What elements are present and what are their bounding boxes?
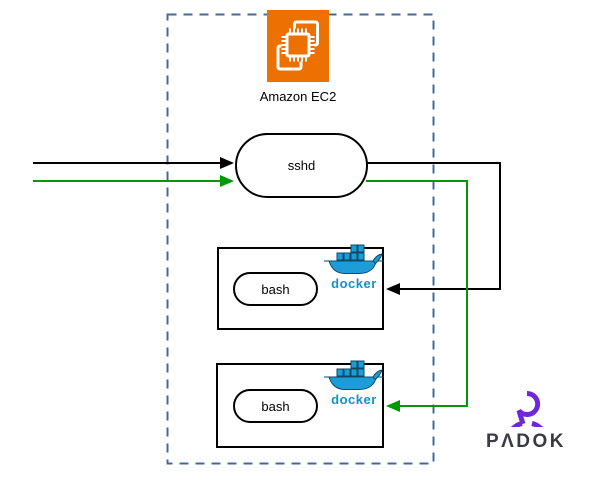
bash-process-node: bash xyxy=(233,389,318,423)
arrow-sshd-to-container-2 xyxy=(366,180,468,412)
docker-logo: docker xyxy=(324,243,384,290)
sshd-node-label: sshd xyxy=(287,158,316,173)
amazon-ec2-icon xyxy=(267,10,329,82)
padok-logo-icon xyxy=(511,390,543,427)
arrow-sshd-to-container-1 xyxy=(367,162,501,295)
docker-whale-icon xyxy=(324,360,384,390)
arrow-inbound-black xyxy=(33,157,234,169)
docker-container-2: bash docker xyxy=(216,360,384,448)
docker-whale-icon xyxy=(324,244,384,274)
sshd-node: sshd xyxy=(235,133,368,198)
bash-process-label: bash xyxy=(261,281,290,297)
bash-process-node: bash xyxy=(233,272,318,306)
bash-process-label: bash xyxy=(261,398,290,414)
arrow-inbound-green xyxy=(33,175,234,187)
docker-wordmark: docker xyxy=(331,392,377,407)
docker-wordmark: docker xyxy=(331,276,377,291)
docker-logo: docker xyxy=(324,359,384,406)
ec2-boundary-label: Amazon EC2 xyxy=(259,89,337,104)
docker-container-1: bash docker xyxy=(217,244,384,330)
padok-wordmark: PΛDOK xyxy=(485,431,567,452)
